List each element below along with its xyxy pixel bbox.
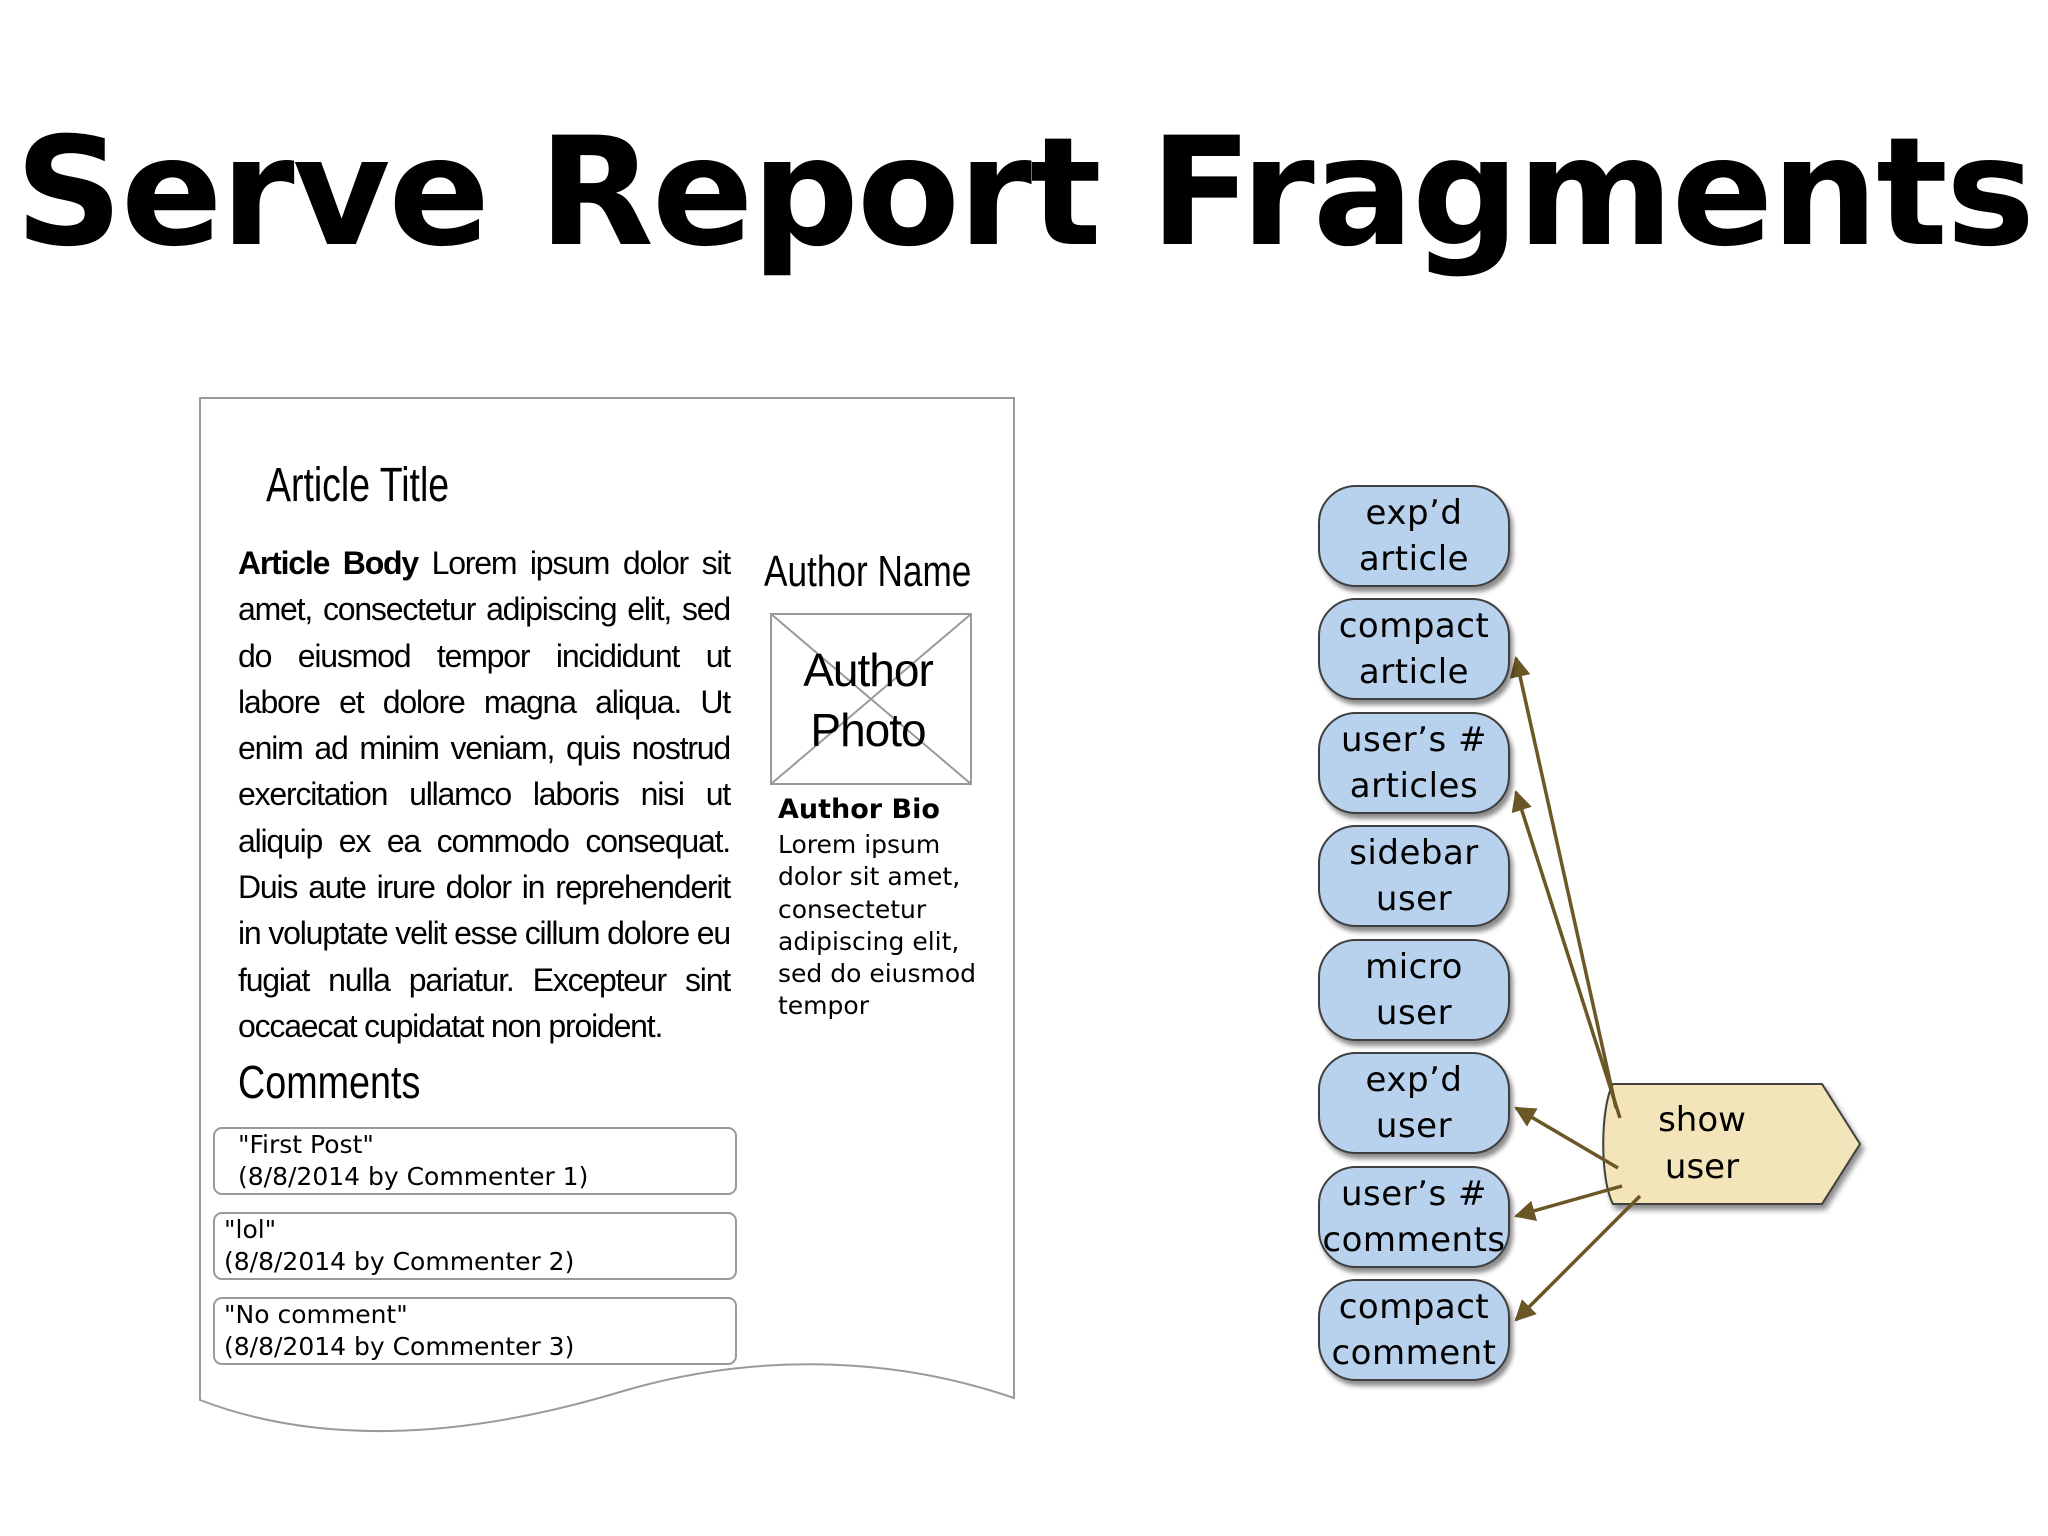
node-label: compact article — [1338, 606, 1490, 692]
slide-title: Serve Report Fragments — [14, 106, 2035, 280]
author-photo-placeholder — [770, 613, 972, 785]
node-expd-article: exp’d article — [1318, 485, 1510, 587]
comment-card: "No comment" (8/8/2014 by Commenter 3) — [213, 1297, 737, 1365]
arrow-show-user-to-compact-article — [1509, 655, 1618, 1109]
author-photo-label: Author Photo — [803, 644, 934, 756]
comment-meta: (8/8/2014 by Commenter 3) — [224, 1332, 575, 1361]
node-label: exp’d user — [1365, 1060, 1463, 1146]
node-expd-user: exp’d user — [1318, 1052, 1510, 1154]
node-sidebar-user: sidebar user — [1318, 825, 1510, 927]
article-body: Article Body Lorem ipsum dolor sit amet,… — [238, 540, 731, 1049]
arrow-show-user-to-users-comments — [1513, 1184, 1623, 1221]
author-bio-text: Lorem ipsum dolor sit amet, consectetur … — [778, 830, 977, 1021]
comment-meta: (8/8/2014 by Commenter 2) — [224, 1247, 575, 1276]
node-users-articles: user’s # articles — [1318, 712, 1510, 814]
comment-quote: "First Post" — [238, 1130, 374, 1159]
node-users-comments: user’s # comments — [1318, 1166, 1510, 1268]
comment-meta: (8/8/2014 by Commenter 1) — [238, 1162, 589, 1191]
show-user-label: show user — [1658, 1100, 1746, 1187]
comment-card: "lol" (8/8/2014 by Commenter 2) — [213, 1212, 737, 1280]
node-label: user’s # comments — [1322, 1174, 1506, 1260]
node-compact-article: compact article — [1318, 598, 1510, 700]
comment-quote: "lol" — [224, 1215, 277, 1244]
author-bio-heading: Author Bio — [778, 794, 940, 825]
node-compact-comment: compact comment — [1318, 1279, 1510, 1381]
node-label: compact comment — [1331, 1287, 1497, 1373]
node-label: sidebar user — [1349, 833, 1479, 919]
author-name: Author Name — [764, 547, 972, 596]
comment-quote: "No comment" — [224, 1300, 408, 1329]
arrow-show-user-to-expd-user — [1514, 1106, 1619, 1170]
arrow-show-user-to-users-articles — [1511, 789, 1622, 1119]
node-label: exp’d article — [1358, 493, 1470, 579]
comment-card: "First Post" (8/8/2014 by Commenter 1) — [213, 1127, 737, 1195]
show-user-node — [1602, 1083, 1862, 1205]
article-title: Article Title — [266, 459, 450, 512]
article-body-text: Lorem ipsum dolor sit amet, consectetur … — [238, 545, 731, 1044]
node-label: user’s # articles — [1341, 720, 1487, 806]
arrow-show-user-to-compact-comment — [1514, 1194, 1642, 1322]
article-body-label: Article Body — [238, 545, 419, 581]
comments-heading: Comments — [238, 1056, 421, 1108]
node-micro-user: micro user — [1318, 939, 1510, 1041]
node-label: micro user — [1365, 947, 1463, 1033]
